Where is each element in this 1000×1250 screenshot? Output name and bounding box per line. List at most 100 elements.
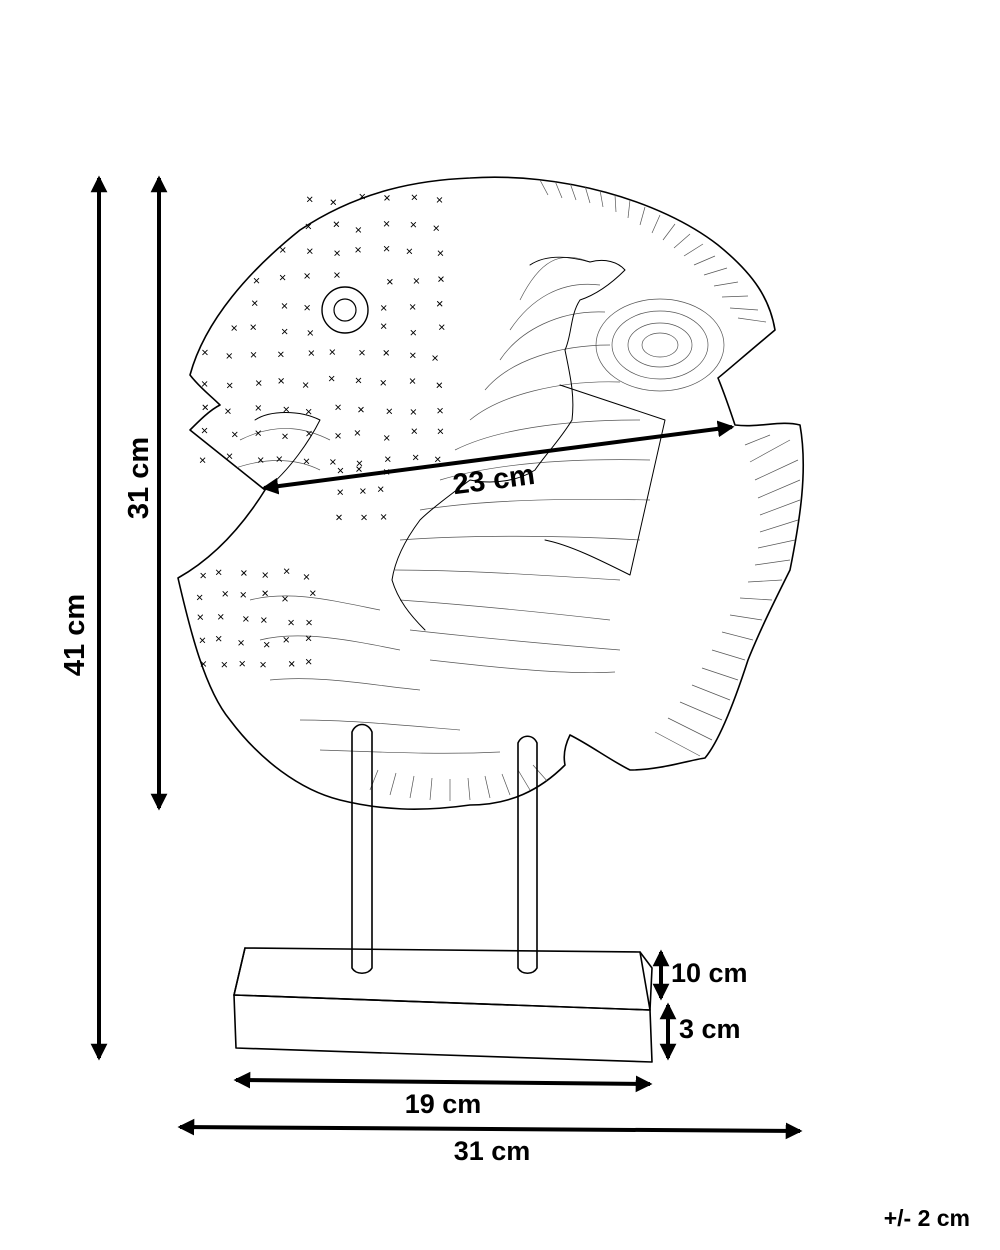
- total-height-label: 41 cm: [59, 594, 91, 676]
- speckle-mark: [243, 616, 249, 622]
- speckle-mark: [250, 352, 257, 358]
- speckle-mark: [434, 456, 441, 463]
- fish-body-outline: [177, 176, 805, 810]
- speckle-mark: [437, 407, 443, 414]
- speckle-mark: [282, 596, 288, 602]
- speckle-mark: [302, 382, 309, 388]
- speckle-mark: [410, 329, 417, 336]
- fin-outline: [544, 384, 666, 576]
- speckle-mark: [411, 428, 418, 435]
- speckle-mark: [411, 194, 418, 201]
- speckle-mark: [358, 406, 364, 413]
- base-width-label: 19 cm: [405, 1089, 482, 1119]
- wood-grain-left: [229, 428, 501, 754]
- mouth-edge: [254, 412, 321, 491]
- speckle-mark: [281, 328, 288, 335]
- base-width-arrow: [233, 1071, 653, 1093]
- wood-rings: [595, 298, 725, 392]
- speckle-mark: [283, 406, 290, 413]
- speckle-mark: [309, 590, 316, 597]
- total-width-arrow: [177, 1118, 803, 1140]
- speckle-mark: [305, 635, 312, 642]
- speckle-mark: [383, 435, 390, 441]
- speckle-mark: [410, 352, 416, 359]
- speckle-mark: [335, 404, 341, 411]
- speckle-mark: [196, 594, 203, 601]
- speckle-mark: [253, 277, 260, 284]
- base-height-label: 3 cm: [679, 1014, 741, 1044]
- speckle-mark: [337, 467, 344, 474]
- speckle-mark: [288, 619, 294, 626]
- speckle-mark: [334, 272, 340, 278]
- display-stand: [233, 723, 653, 1063]
- speckle-mark: [304, 273, 310, 279]
- speckle-mark: [255, 380, 262, 386]
- pole-height-label: 10 cm: [671, 958, 748, 988]
- speckle-mark: [337, 489, 344, 496]
- speckle-mark: [262, 572, 269, 578]
- speckle-mark: [278, 378, 284, 384]
- speckle-mark: [356, 466, 362, 472]
- right-pole: [517, 735, 538, 975]
- speckle-mark: [221, 661, 228, 668]
- speckle-mark: [261, 617, 267, 623]
- speckle-mark: [250, 324, 257, 331]
- speckle-mark: [354, 430, 361, 436]
- speckle-mark: [377, 486, 384, 492]
- speckle-mark: [241, 570, 247, 576]
- speckle-mark: [383, 221, 390, 227]
- fish-eye: [321, 286, 369, 334]
- speckle-mark: [283, 637, 290, 643]
- speckle-mark: [306, 619, 312, 626]
- speckle-mark: [278, 351, 284, 358]
- speckle-mark: [226, 453, 233, 459]
- speckle-mark: [304, 304, 310, 311]
- speckle-mark: [384, 456, 391, 462]
- speckle-mark: [410, 221, 417, 228]
- speckle-mark: [231, 325, 237, 331]
- speckle-mark: [355, 377, 362, 384]
- speckle-mark: [226, 353, 233, 359]
- speckle-mark: [335, 432, 341, 439]
- fish-width-label: 23 cm: [451, 459, 537, 501]
- speckle-mark: [355, 227, 362, 233]
- fish-width-arrow: [261, 420, 735, 495]
- speckle-mark: [197, 614, 204, 621]
- speckle-mark: [222, 591, 229, 597]
- speckle-mark: [226, 382, 233, 389]
- speckle-mark: [281, 303, 288, 309]
- speckle-mark: [307, 330, 314, 336]
- speckle-mark: [359, 349, 365, 356]
- speckle-mark: [202, 404, 209, 411]
- speckle-mark: [251, 300, 258, 306]
- speckle-mark: [279, 247, 286, 253]
- speckle-mark: [410, 409, 417, 415]
- speckle-mark: [200, 572, 206, 579]
- tolerance-note: +/- 2 cm: [884, 1205, 970, 1231]
- speckle-mark: [359, 193, 366, 200]
- left-pole: [351, 723, 373, 975]
- dimension-labels: 41 cm 31 cm 23 cm 10 cm 3 cm 19 cm 31 cm…: [59, 437, 970, 1231]
- speckle-mark: [305, 223, 312, 230]
- speckle-mark: [380, 323, 387, 329]
- speckle-mark: [436, 300, 443, 307]
- speckle-mark: [215, 635, 222, 642]
- speckle-mark: [276, 456, 283, 462]
- speckle-mark: [387, 278, 393, 285]
- speckle-mark: [199, 457, 206, 464]
- speckle-mark: [217, 614, 224, 620]
- fish-speckles: [196, 193, 445, 668]
- fish-texture: [229, 179, 801, 801]
- speckle-mark: [231, 431, 238, 438]
- speckle-mark: [330, 199, 337, 206]
- speckle-mark: [437, 250, 444, 256]
- speckle-mark: [380, 379, 387, 386]
- speckle-mark: [255, 430, 262, 436]
- fish-height-label: 31 cm: [123, 437, 155, 519]
- speckle-mark: [303, 574, 310, 580]
- speckle-mark: [307, 248, 313, 255]
- speckle-mark: [255, 405, 262, 411]
- speckle-mark: [432, 355, 438, 361]
- speckle-mark: [282, 433, 288, 440]
